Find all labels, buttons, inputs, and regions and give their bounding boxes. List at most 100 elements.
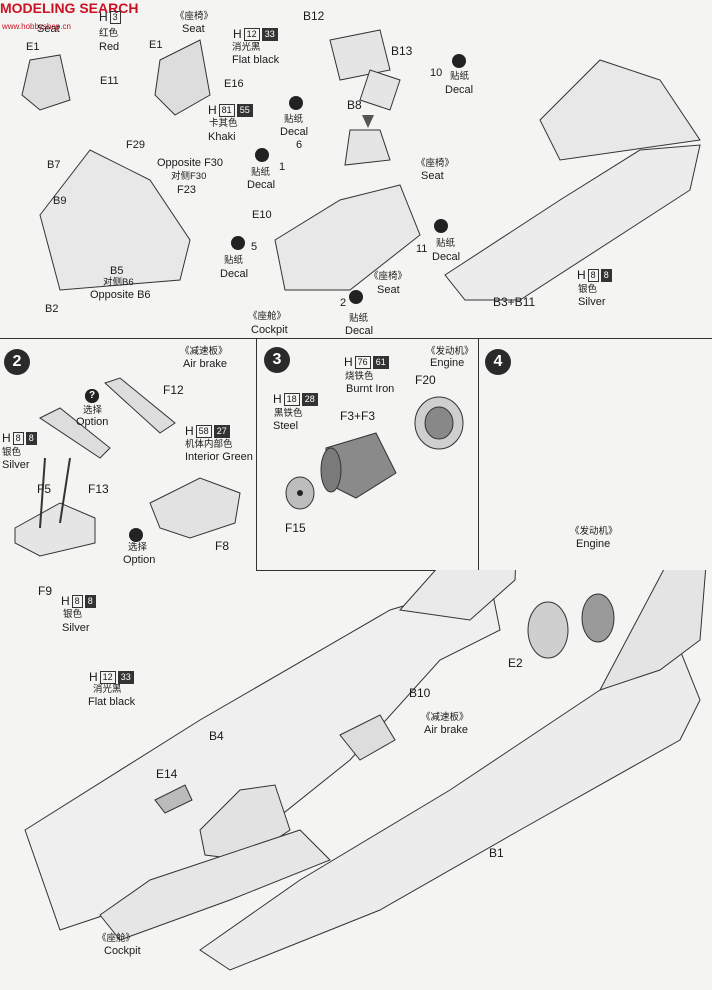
decal-11-en: Decal (432, 251, 461, 263)
part-f29: F29 (126, 139, 145, 151)
decal-5-num: 5 (251, 241, 258, 253)
label-opposite-f30: Opposite F30 (157, 157, 224, 169)
part-b3-b11: B3+B11 (493, 295, 536, 309)
airbrake-title-cn: 《减速板》 (180, 346, 228, 357)
label-b5-cn: 对侧B6 (103, 277, 134, 288)
label-seat-top: Seat (37, 23, 60, 35)
paint-h8-step1-en: Silver (578, 296, 606, 308)
part-f12: F12 (163, 383, 184, 397)
part-f13: F13 (88, 482, 109, 496)
step1-drawings (21, 29, 701, 304)
paint-h81-cn: 卡其色 (209, 118, 238, 129)
step4-drawings (24, 570, 707, 971)
decal-1: 1 (279, 161, 286, 173)
cockpit-en: Cockpit (251, 324, 288, 336)
decal-2-en: Decal (345, 325, 374, 337)
paint-h76-en: Burnt Iron (346, 383, 395, 395)
part-e11: E11 (100, 75, 119, 87)
decal-a-en: Decal (280, 126, 309, 138)
paint-h58-cn: 机体内部色 (185, 439, 233, 450)
step-4-badge: 4 (485, 349, 511, 375)
step-2-badge: 2 (4, 349, 30, 375)
decal-a-cn: 贴纸 (284, 114, 304, 125)
watermark-brand: MODELING SEARCH (0, 0, 139, 16)
divider-top (0, 338, 712, 339)
part-e1-left: E1 (26, 41, 40, 53)
paint-h8-step1-cn: 银色 (578, 284, 598, 295)
decal-10-num: 10 (430, 67, 443, 79)
engine-title-cn: 《发动机》 (426, 346, 474, 357)
paint-h8b-step2-cn: 银色 (63, 609, 83, 620)
decal-5-cn: 贴纸 (224, 255, 244, 266)
part-b1: B1 (489, 846, 504, 860)
step-3-badge: 3 (264, 347, 290, 373)
engine-title-en: Engine (430, 357, 465, 369)
cockpit4-en: Cockpit (104, 945, 141, 957)
part-e14: E14 (156, 767, 178, 781)
step2-drawings (14, 377, 241, 557)
paint-h3-cn: 红色 (99, 28, 119, 39)
paint-h12-step4-en: Flat black (88, 696, 136, 708)
paint-h12-en: Flat black (232, 54, 280, 66)
part-b5: B5 (110, 265, 124, 277)
paint-h81-en: Khaki (208, 131, 236, 143)
part-f8: F8 (215, 539, 230, 553)
airbrake4-cn: 《减速板》 (421, 712, 469, 723)
part-b8: B8 (347, 98, 362, 112)
part-b13: B13 (391, 44, 413, 58)
option-1-cn: 选择 (83, 405, 103, 416)
decal-2-num: 2 (340, 297, 347, 309)
part-f9: F9 (38, 584, 53, 598)
paint-h8-step2-en: Silver (2, 459, 30, 471)
part-b12: B12 (303, 9, 325, 23)
paint-h18-en: Steel (273, 420, 299, 432)
decal-b-cn: 贴纸 (251, 167, 271, 178)
option-2-en: Option (123, 554, 156, 566)
part-e1-mid: E1 (149, 39, 163, 51)
decal-5-en: Decal (220, 268, 249, 280)
option-2-cn: 选择 (128, 542, 148, 553)
watermark-site: www.hobbyshop.cn (2, 22, 71, 31)
part-f15: F15 (285, 521, 306, 535)
paint-h8b-step2-en: Silver (62, 622, 90, 634)
seat2-en: Seat (421, 170, 444, 182)
cockpit4-cn: 《座舱》 (97, 933, 136, 944)
part-e2: E2 (508, 656, 523, 670)
divider-step3-4 (478, 338, 479, 570)
seat3-cn: 《座椅》 (369, 271, 408, 282)
part-e16: E16 (224, 78, 244, 90)
option-icon-1: ? (85, 389, 99, 403)
step3-drawings (285, 396, 464, 510)
divider-step3-bottom (256, 570, 478, 571)
decal-6: 6 (296, 139, 303, 151)
decal-11-num: 11 (416, 243, 428, 255)
paint-h3-en: Red (99, 41, 120, 53)
decal-11-cn: 贴纸 (436, 238, 456, 249)
paint-h12-cn: 消光黑 (232, 42, 261, 53)
paint-h8-step2-cn: 银色 (2, 447, 22, 458)
divider-step2-3 (256, 338, 257, 570)
decal-2-cn: 贴纸 (349, 313, 369, 324)
seat-en: Seat (182, 23, 205, 35)
part-f23: F23 (177, 184, 196, 196)
part-b10: B10 (409, 686, 431, 700)
part-f5: F5 (37, 482, 52, 496)
decal-10-en: Decal (445, 84, 474, 96)
part-e10: E10 (252, 209, 272, 221)
paint-h58-en: Interior Green (185, 451, 253, 463)
option-1-en: Option (76, 416, 109, 428)
airbrake4-en: Air brake (424, 724, 469, 736)
part-b7: B7 (47, 159, 61, 171)
engine4-cn: 《发动机》 (570, 526, 618, 537)
paint-h18-cn: 黑铁色 (274, 408, 303, 419)
part-f3-f3: F3+F3 (340, 409, 376, 423)
